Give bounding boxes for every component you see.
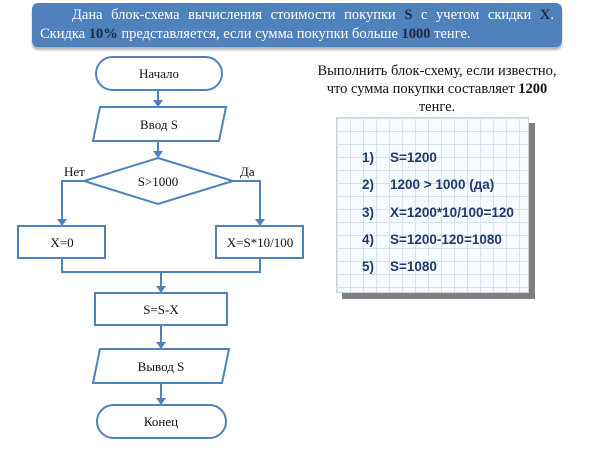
arrow-head-icon bbox=[153, 151, 163, 158]
solution-panel: 1)S=1200 2)1200 > 1000 (да) 3)X=1200*10/… bbox=[336, 117, 529, 293]
discount-value: 10% bbox=[88, 26, 118, 42]
variable-s: S bbox=[404, 7, 413, 23]
no-branch-block bbox=[17, 225, 106, 259]
task-line-3: тенге. bbox=[418, 99, 456, 115]
input-block bbox=[91, 106, 228, 142]
end-terminator bbox=[96, 404, 227, 439]
output-block bbox=[91, 348, 231, 384]
solution-step: 2)1200 > 1000 (да) bbox=[362, 177, 495, 193]
arrow-head-icon bbox=[156, 286, 166, 293]
decision-block bbox=[80, 156, 237, 206]
problem-banner: Дана блок-схема вычисления стоимости пок… bbox=[32, 3, 562, 47]
connector-merge bbox=[61, 258, 261, 273]
solution-step: 4)S=1200-120=1080 bbox=[362, 232, 502, 248]
decision-label: S>1000 bbox=[138, 174, 179, 189]
arrow-head-icon bbox=[153, 100, 163, 107]
banner-line-1: Дана блок-схема вычисления стоимости пок… bbox=[72, 7, 554, 23]
purchase-amount: 1200 bbox=[518, 81, 548, 97]
task-line-2: что сумма покупки составляет 1200 bbox=[326, 81, 548, 97]
input-label: Ввод S bbox=[140, 117, 178, 132]
process-label: S=S-X bbox=[143, 302, 179, 317]
arrow-head-icon bbox=[255, 219, 265, 226]
solution-step: 5)S=1080 bbox=[362, 259, 437, 275]
yes-branch-block bbox=[215, 225, 304, 259]
no-branch-label: X=0 bbox=[50, 235, 73, 250]
connector-yes-branch bbox=[233, 180, 261, 221]
yes-branch-label: X=S*10/100 bbox=[227, 235, 294, 250]
connector-no-branch bbox=[61, 180, 84, 221]
process-block bbox=[94, 292, 228, 326]
solution-step: 3)X=1200*10/100=120 bbox=[362, 204, 514, 220]
solution-step: 1)S=1200 bbox=[362, 150, 437, 166]
task-description: Выполнить блок-схему, если известно, что… bbox=[282, 62, 592, 116]
start-label: Начало bbox=[139, 66, 179, 81]
task-line-1: Выполнить блок-схему, если известно, bbox=[317, 63, 557, 79]
arrow-head-icon bbox=[156, 342, 166, 349]
threshold-value: 1000 bbox=[401, 26, 431, 42]
arrow-head-icon bbox=[57, 219, 67, 226]
yes-label: Да bbox=[240, 164, 255, 179]
banner-line-2: Скидка 10% представляется, если сумма по… bbox=[40, 26, 471, 42]
end-label: Конец bbox=[144, 414, 178, 429]
solution-steps: 1)S=1200 2)1200 > 1000 (да) 3)X=1200*10/… bbox=[362, 144, 514, 280]
no-label: Нет bbox=[64, 164, 85, 179]
output-label: Вывод S bbox=[138, 359, 185, 374]
arrow-head-icon bbox=[156, 398, 166, 405]
variable-x: X bbox=[539, 7, 551, 23]
